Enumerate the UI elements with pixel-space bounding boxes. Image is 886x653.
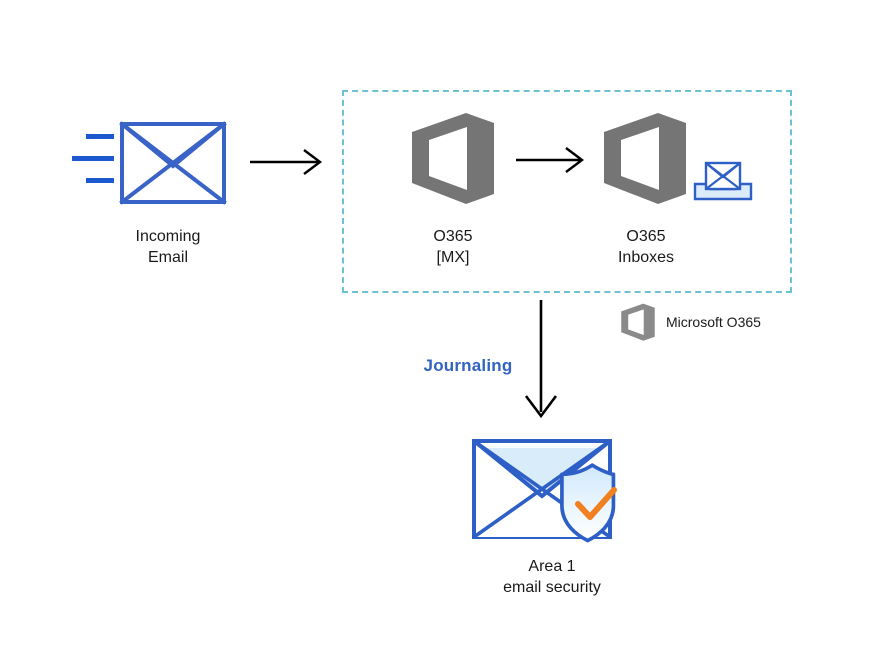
node-area1 — [468, 434, 636, 546]
edge-mx-to-inboxes — [516, 143, 588, 177]
area1-envelope-flap — [472, 439, 612, 499]
node-o365-mx — [404, 110, 502, 206]
inbox-tray-icon — [692, 158, 754, 202]
node-incoming-email — [70, 120, 230, 210]
shield-icon — [560, 463, 616, 543]
node-label-area1: Area 1 email security — [503, 558, 601, 596]
inbox-icon — [693, 161, 753, 201]
motion-line-top — [86, 134, 114, 139]
arrow-down-icon — [524, 300, 558, 419]
envelope-icon — [72, 121, 227, 205]
node-label-o365-inboxes: O365 Inboxes — [617, 228, 675, 266]
legend-label-microsoft-o365: Microsoft O365 — [666, 314, 761, 330]
node-o365-inboxes — [596, 110, 694, 206]
motion-line-bottom — [86, 178, 114, 183]
arrow-right-icon — [516, 147, 584, 173]
edge-inboxes-to-area1 — [518, 300, 570, 420]
node-label-o365-mx: O365 [MX] — [433, 228, 473, 266]
office-logo-icon — [604, 113, 686, 204]
inbox-envelope-flap — [705, 162, 741, 179]
area1-envelope-flap-fill — [482, 448, 602, 496]
office-logo-icon — [621, 303, 655, 341]
motion-line-middle — [72, 156, 114, 161]
edge-incoming-to-mx — [250, 145, 326, 179]
envelope-shield-icon — [472, 439, 617, 543]
envelope-flap — [120, 122, 226, 169]
o365-boundary-box — [342, 90, 792, 293]
office-logo-icon — [412, 113, 494, 204]
checkmark-icon — [575, 487, 617, 520]
legend-office-logo — [618, 302, 658, 342]
edge-label-journaling: Journaling — [423, 356, 513, 375]
node-label-incoming-email: Incoming Email — [135, 228, 201, 266]
arrow-right-icon — [250, 149, 322, 175]
